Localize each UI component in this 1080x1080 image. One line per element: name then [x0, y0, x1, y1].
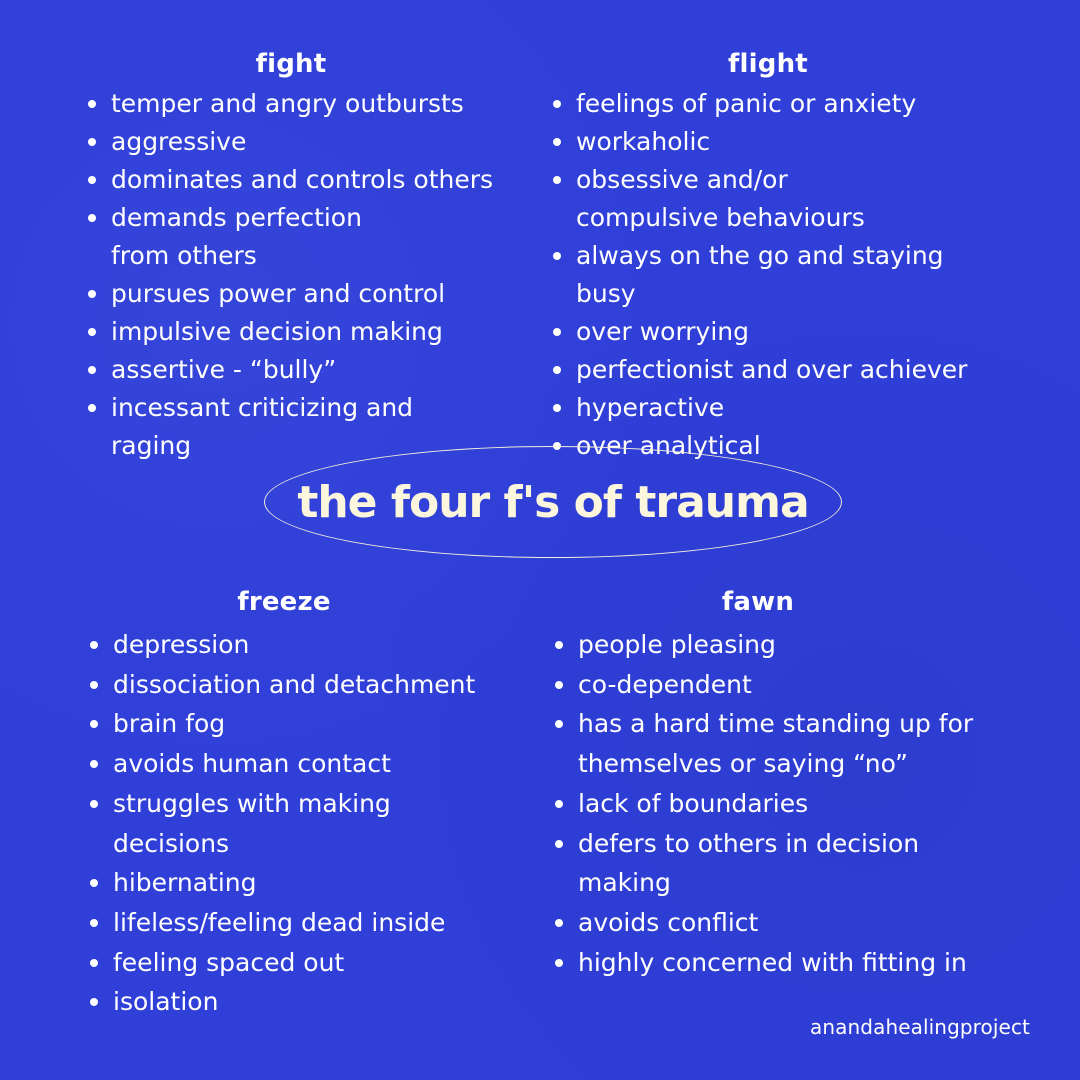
list-item: feeling spaced out — [88, 943, 498, 983]
list-item: incessant criticizing and raging — [86, 389, 496, 465]
list-item: defers to others in decision making — [553, 824, 938, 903]
fawn-heading: fawn — [721, 587, 795, 617]
fight-heading: fight — [255, 49, 327, 79]
page-title: the four f's of trauma — [297, 476, 809, 528]
list-item: depression — [88, 625, 498, 665]
list-item: co-dependent — [553, 665, 973, 705]
list-item: avoids human contact — [88, 744, 498, 784]
list-item: over worrying — [551, 313, 1011, 351]
fight-list: temper and angry outbursts aggressive do… — [86, 85, 496, 465]
list-item: temper and angry outbursts — [86, 85, 496, 123]
flight-section: flight feelings of panic or anxiety work… — [551, 48, 1011, 465]
list-item: brain fog — [88, 704, 498, 744]
list-item: workaholic — [551, 123, 1011, 161]
list-item: dominates and controls others — [86, 161, 496, 199]
list-item: hibernating — [88, 863, 498, 903]
list-item: has a hard time standing up for themselv… — [553, 704, 978, 783]
list-item: assertive - “bully” — [86, 351, 496, 389]
list-item: aggressive — [86, 123, 496, 161]
list-item: impulsive decision making — [86, 313, 496, 351]
title-oval — [264, 446, 842, 558]
list-item: dissociation and detachment — [88, 665, 498, 705]
credit-handle: anandahealingproject — [810, 1015, 1030, 1039]
list-item: pursues power and control — [86, 275, 496, 313]
fight-section: fight temper and angry outbursts aggress… — [86, 48, 496, 465]
fawn-list: people pleasing co-dependent has a hard … — [553, 625, 973, 982]
freeze-heading: freeze — [237, 587, 331, 617]
list-item: perfectionist and over achiever — [551, 351, 1011, 389]
freeze-section: freeze depression dissociation and detac… — [88, 586, 498, 1022]
flight-heading: flight — [728, 49, 808, 79]
fawn-section: fawn people pleasing co-dependent has a … — [553, 586, 973, 982]
list-item: lack of boundaries — [553, 784, 973, 824]
list-item: demands perfection from others — [86, 199, 411, 275]
flight-list: feelings of panic or anxiety workaholic … — [551, 85, 1011, 465]
freeze-list: depression dissociation and detachment b… — [88, 625, 498, 1022]
list-item: highly concerned with fitting in — [553, 943, 973, 983]
list-item: isolation — [88, 982, 498, 1022]
list-item: lifeless/feeling dead inside — [88, 903, 498, 943]
list-item: struggles with making decisions — [88, 784, 413, 863]
list-item: avoids conflict — [553, 903, 973, 943]
list-item: obsessive and/or compulsive behaviours — [551, 161, 916, 237]
list-item: always on the go and staying busy — [551, 237, 1011, 313]
list-item: people pleasing — [553, 625, 973, 665]
list-item: feelings of panic or anxiety — [551, 85, 1011, 123]
list-item: hyperactive — [551, 389, 1011, 427]
